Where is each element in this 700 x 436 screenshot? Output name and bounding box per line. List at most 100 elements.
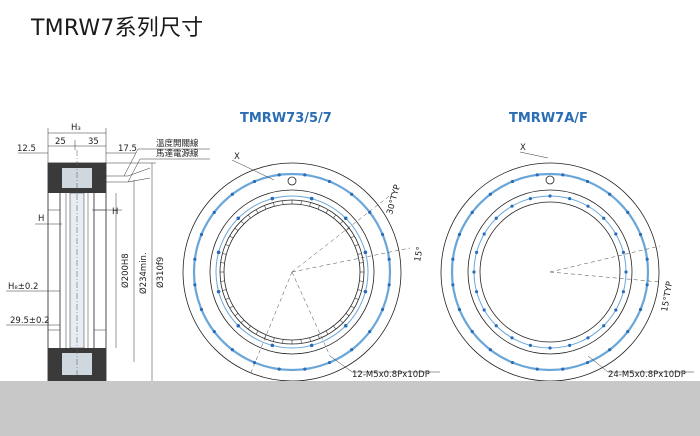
- v1-rotor-tooth: [222, 253, 227, 255]
- v2-bolt-hole: [535, 173, 539, 177]
- v1-bolt-hole: [327, 360, 332, 365]
- view1-title: TMRW73/5/7: [240, 111, 332, 126]
- v1-rotor-tooth: [317, 334, 320, 339]
- v2-bolt-hole: [561, 173, 565, 177]
- v2-inner-hole: [624, 270, 628, 274]
- v1-rotor-tooth: [333, 214, 337, 219]
- v2-inner-hole: [586, 204, 590, 208]
- v1-bolt-hole: [230, 348, 234, 352]
- v1-bolt-hole: [212, 210, 216, 214]
- v1-bolt-circle: [192, 172, 392, 372]
- v2-bolt-hole: [608, 192, 612, 196]
- v1-rotor-tooth: [240, 220, 245, 225]
- view2-title: TMRW7A/F: [509, 111, 588, 126]
- v1-bolt-hole: [277, 367, 281, 371]
- dim-h3: H₃: [71, 123, 81, 133]
- v2-inner-hole: [548, 194, 552, 198]
- v1-rotor-tooth: [240, 319, 245, 324]
- v2-inner-hole: [474, 250, 479, 254]
- v2-inner-hole: [528, 343, 532, 348]
- v1-rotor-tooth: [317, 205, 320, 210]
- v1-rotor-tooth: [273, 337, 275, 342]
- v2-bolt-hole: [510, 360, 515, 365]
- dim-min-diameter: Ø234min.: [138, 252, 149, 294]
- v2-inner-hole: [586, 336, 590, 340]
- v2-inner-hole: [474, 290, 479, 294]
- dim-17-5: 17.5: [118, 144, 137, 154]
- v1-bolt-hole: [199, 232, 204, 237]
- v1-rotor-tooth: [264, 334, 267, 339]
- v1-rotor-tooth: [220, 262, 225, 264]
- v1-rotor-tooth: [229, 235, 234, 239]
- v2-bolt-hole: [451, 283, 455, 287]
- v1-x-label: X: [234, 152, 240, 162]
- v1-inner-hole: [270, 343, 275, 348]
- v2-inner-hole: [472, 270, 476, 274]
- v1-bolt-hole: [252, 360, 257, 365]
- v1-rotor-tooth: [225, 244, 230, 247]
- v2-bolt-hole: [645, 283, 649, 287]
- v1-inner-hole: [236, 216, 241, 221]
- v1-bolt-hole: [252, 179, 257, 184]
- v1-inner-hole: [343, 216, 348, 221]
- v1-rotor-tooth: [350, 305, 355, 309]
- v2-inner-hole: [602, 216, 606, 220]
- v1-rotor-tooth: [255, 330, 259, 335]
- v1-inner-hole: [309, 343, 314, 348]
- v1-rotor-tooth: [345, 227, 350, 231]
- v2-hole-callout: 24-M5x0.8Px10DP: [608, 370, 686, 380]
- v1-hole-callout: 12-M5x0.8Px10DP: [352, 370, 430, 380]
- v1-rotor-tooth: [354, 297, 359, 300]
- v1-rotor-tooth: [220, 280, 225, 282]
- bottom-overlay-band: [0, 381, 700, 436]
- v1-rotor-tooth: [229, 305, 234, 309]
- v1-inner-hole: [309, 196, 314, 201]
- v2-inner-hole: [621, 290, 626, 294]
- dim-outer-diameter: Ø310f9: [155, 257, 166, 288]
- v2-inner-hole: [494, 216, 498, 220]
- v1-bolt-hole: [212, 330, 216, 334]
- v1-rotor-tooth: [345, 313, 350, 317]
- v1-inner-hole: [363, 289, 368, 294]
- v1-bolt-hole: [350, 192, 354, 196]
- v2-inner-hole: [568, 196, 572, 201]
- cable-lead-1: [100, 167, 151, 177]
- v1-rotor-tooth: [357, 253, 362, 255]
- dim-12-5: 12.5: [17, 144, 36, 154]
- v2-bolt-hole: [488, 192, 492, 196]
- v2-bolt-hole: [451, 257, 455, 261]
- v2-bolt-hole: [608, 348, 612, 352]
- v1-rotor-tooth: [247, 214, 251, 219]
- v2-inner-hole: [528, 196, 532, 201]
- v2-bolt-hole: [585, 360, 590, 365]
- v2-inner-hole: [510, 204, 514, 208]
- v1-bolt-hole: [387, 283, 391, 287]
- v1-rotor-tooth: [234, 227, 239, 231]
- v1-rotor-tooth: [350, 235, 355, 239]
- label-temp-switch-wire: 溫度開關線: [156, 138, 199, 149]
- dim-h8: H₈±0.2: [8, 282, 38, 292]
- v1-rotor-tooth: [264, 205, 267, 210]
- v1-inner-hole: [363, 250, 368, 255]
- dim-35: 35: [88, 137, 99, 147]
- v1-rotor-tooth: [282, 339, 284, 344]
- v1-rotor-tooth: [354, 244, 359, 247]
- v2-inner-hole: [621, 250, 626, 254]
- v1-mid-circle: [209, 189, 375, 355]
- v1-rotor-tooth: [225, 297, 230, 300]
- v1-bolt-hole: [368, 210, 372, 214]
- v2-bolt-hole: [488, 348, 492, 352]
- v1-rotor-tooth: [359, 280, 364, 282]
- v1-inner-hole: [216, 250, 221, 255]
- v1-rotor-tooth: [222, 289, 227, 291]
- v2-bolt-hole: [626, 330, 630, 334]
- v2-inner-hole: [494, 324, 498, 328]
- v1-bolt-hole: [193, 257, 197, 261]
- v1-inner-hole: [343, 323, 348, 328]
- v1-rotor-tooth: [325, 209, 329, 214]
- v1-rotor-tooth: [339, 319, 344, 324]
- v1-angle-30: 30°TYP: [385, 184, 403, 216]
- v1-bolt-hole: [303, 367, 307, 371]
- v1-rotor-tooth: [247, 325, 251, 330]
